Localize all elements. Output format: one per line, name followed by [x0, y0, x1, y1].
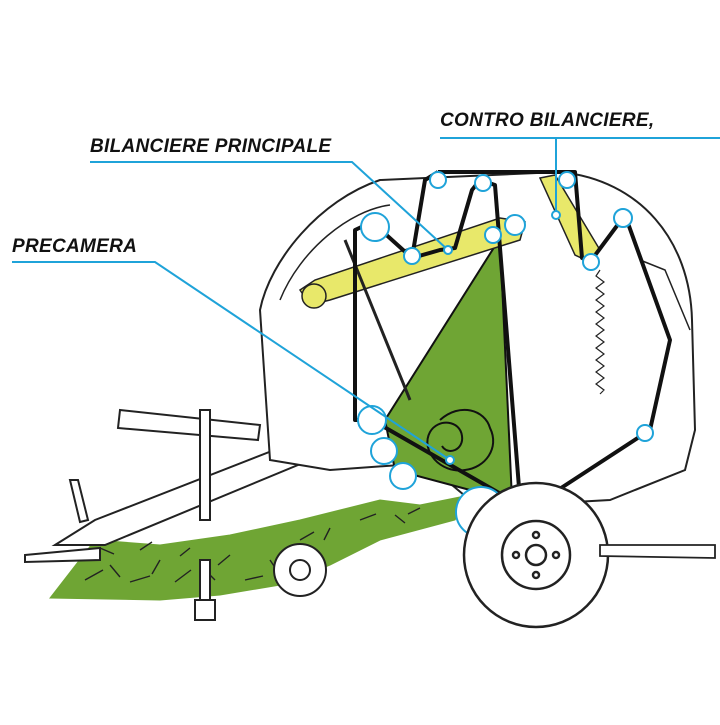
bale-chamber: [383, 234, 514, 502]
roller: [558, 171, 576, 189]
callout-precamera: [12, 261, 451, 461]
pickup-wheel: [273, 543, 327, 597]
roller: [360, 212, 390, 242]
callout-bilanciere: [90, 161, 449, 251]
tractor-drawbar: [24, 408, 312, 621]
roller: [474, 174, 492, 192]
tension-spring: [595, 269, 605, 395]
label-bilanciere-principale: BILANCIERE PRINCIPALE: [90, 136, 332, 157]
bale-scribble: [426, 409, 495, 472]
main-wheel: [462, 481, 610, 629]
baler-side-panel: [279, 204, 391, 301]
roller: [484, 226, 502, 244]
label-contro-bilanciere: CONTRO BILANCIERE,: [440, 110, 655, 131]
roller: [389, 462, 417, 490]
roller: [357, 405, 387, 435]
roller: [504, 214, 526, 236]
roller: [403, 247, 421, 265]
baler-rear-edge: [639, 259, 691, 331]
main-arm-pivot: [301, 283, 327, 309]
callout-lines: [12, 137, 720, 465]
roller: [429, 171, 447, 189]
roller: [613, 208, 633, 228]
label-precamera: PRECAMERA: [12, 236, 138, 257]
roller: [636, 424, 654, 442]
crop-swath: [48, 494, 472, 601]
roller: [370, 437, 398, 465]
rear-stand: [599, 544, 716, 559]
roller: [582, 253, 600, 271]
